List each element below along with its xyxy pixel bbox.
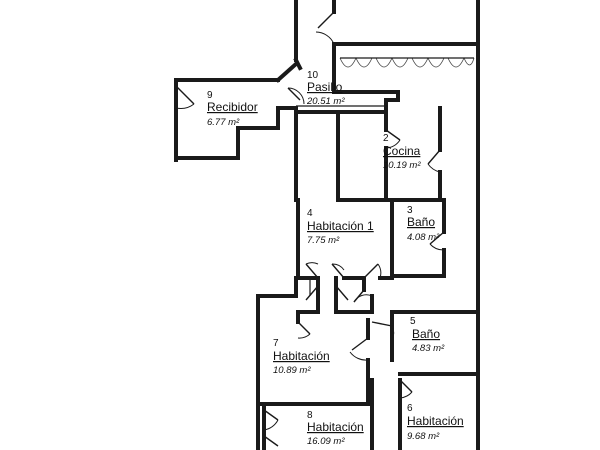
- room-number: 6: [407, 403, 413, 414]
- room-number: 9: [207, 90, 213, 101]
- room-name: Habitación: [407, 414, 464, 428]
- room-area: 10.19 m²: [383, 160, 421, 171]
- wardrobe-doors: [339, 57, 475, 68]
- room-area: 4.08 m²: [407, 232, 440, 243]
- room-name: Recibidor: [207, 100, 258, 114]
- room-area: 6.77 m²: [207, 117, 240, 128]
- room-name: Habitación: [273, 349, 330, 363]
- thin-lines: [296, 105, 384, 296]
- room-number: 5: [410, 316, 416, 327]
- room-label-bano-3: 3 Baño 4.08 m²: [407, 205, 440, 243]
- room-area: 10.89 m²: [273, 365, 311, 376]
- room-label-habitacion-7: 7 Habitación 10.89 m²: [273, 338, 330, 376]
- room-number: 4: [307, 208, 313, 219]
- room-name: Baño: [407, 215, 435, 229]
- room-number: 10: [307, 70, 319, 81]
- room-area: 9.68 m²: [407, 431, 440, 442]
- room-label-habitacion-1: 4 Habitación 1 7.75 m²: [307, 208, 374, 246]
- room-area: 16.09 m²: [307, 436, 345, 447]
- room-number: 3: [407, 205, 413, 216]
- room-area: 4.83 m²: [412, 343, 445, 354]
- room-area: 20.51 m²: [306, 96, 345, 107]
- room-number: 2: [383, 133, 389, 144]
- room-name: Cocina: [383, 144, 421, 158]
- room-label-habitacion-8: 8 Habitación 16.09 m²: [307, 410, 364, 447]
- room-label-recibidor: 9 Recibidor 6.77 m²: [207, 90, 258, 128]
- room-name: Baño: [412, 327, 440, 341]
- doors: [175, 11, 445, 447]
- room-number: 7: [273, 338, 279, 349]
- room-label-cocina: 2 Cocina 10.19 m²: [383, 133, 421, 171]
- room-number: 8: [307, 410, 313, 421]
- room-label-habitacion-6: 6 Habitación 9.68 m²: [407, 403, 464, 442]
- room-name: Habitación 1: [307, 219, 374, 233]
- room-area: 7.75 m²: [307, 235, 340, 246]
- room-name: Pasillo: [307, 80, 343, 94]
- walls: [174, 0, 480, 450]
- room-label-bano-5: 5 Baño 4.83 m²: [410, 316, 445, 354]
- room-name: Habitación: [307, 420, 364, 434]
- room-label-pasillo: 10 Pasillo 20.51 m²: [306, 70, 345, 107]
